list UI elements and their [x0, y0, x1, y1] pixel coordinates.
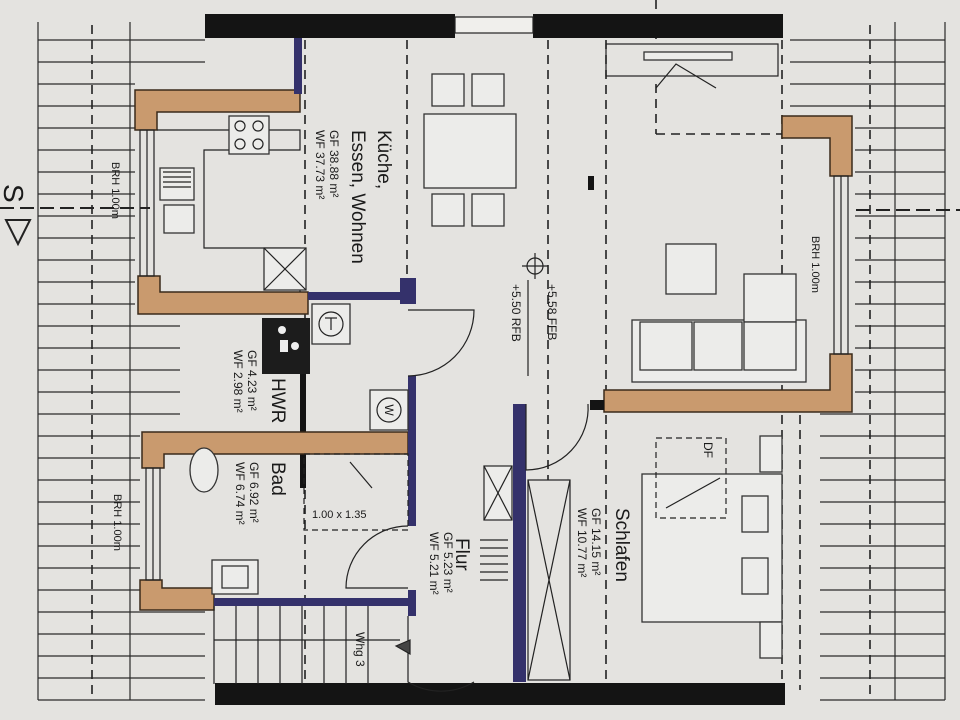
schlafen-name: Schlafen — [611, 508, 632, 582]
bad-gf: GF 6.92 m² — [247, 462, 261, 523]
kitchen-gf: GF 38.88 m² — [327, 130, 341, 197]
hwr-name: HWR — [267, 378, 288, 423]
kitchen-furniture — [157, 115, 307, 292]
brh-labels: BRH 1.00m BRH 1.00m BRH 1.00m — [109, 162, 821, 551]
staircase — [213, 606, 411, 684]
label-hwr: HWR GF 4.23 m² WF 2.98 m² — [231, 350, 288, 423]
schlafen-gf: GF 14.15 m² — [589, 508, 603, 575]
roof-hatching-left — [37, 22, 205, 701]
flur-wf: WF 5.21 m² — [427, 532, 441, 595]
brh-kitchen: BRH 1.00m — [109, 162, 121, 219]
shower — [303, 453, 409, 531]
washer-icon — [369, 389, 409, 431]
hwr-gf: GF 4.23 m² — [245, 350, 259, 411]
hall-closet — [480, 465, 571, 681]
wardrobe — [605, 43, 782, 135]
kitchen-wf: WF 37.73 m² — [313, 130, 327, 199]
dining-table — [423, 73, 517, 227]
washer-label: W — [382, 404, 396, 416]
sink-icon — [159, 167, 195, 201]
cooktop-icon — [228, 115, 270, 155]
kitchen-name-line2: Essen, Wohnen — [347, 130, 368, 264]
bad-name: Bad — [267, 462, 288, 496]
roof-hatching-right — [790, 22, 946, 701]
interior-walls — [214, 38, 604, 682]
door-swings — [345, 309, 589, 692]
roof-window-df — [655, 437, 727, 519]
label-kitchen: Küche, Essen, Wohnen GF 38.88 m² WF 37.7… — [313, 130, 394, 264]
roof-slope-lines — [91, 0, 871, 700]
sofa — [631, 243, 807, 383]
level-marker: +5.58 FFB +5.50 RFB — [509, 253, 559, 376]
section-label: S — [0, 184, 29, 203]
flur-gf: GF 5.23 m² — [441, 532, 455, 593]
hwr-wf: WF 2.98 m² — [231, 350, 245, 413]
hwr-appliances: W — [262, 303, 409, 431]
exterior-walls — [205, 14, 785, 705]
bad-wf: WF 6.74 m² — [233, 462, 247, 525]
kitchen-name-line1: Küche, — [373, 130, 394, 189]
coffee-table — [665, 243, 717, 295]
tank-icon — [311, 303, 351, 345]
schlafen-wf: WF 10.77 m² — [575, 508, 589, 577]
windows — [139, 129, 849, 581]
section-marker-left: S — [0, 184, 150, 247]
level-ffb: +5.58 FFB — [545, 284, 559, 340]
brh-bad: BRH 1.00m — [111, 494, 123, 551]
brh-living: BRH 1.00m — [809, 236, 821, 293]
whg-label: Whg 3 — [353, 632, 367, 667]
bedroom-furniture: DF — [641, 435, 783, 659]
toilet-icon — [189, 447, 219, 493]
df-label: DF — [701, 442, 715, 458]
bathroom-fixtures: 1.00 x 1.35 — [189, 447, 409, 595]
level-rfb: +5.50 RFB — [509, 284, 523, 342]
label-bad: Bad GF 6.92 m² WF 6.74 m² — [233, 462, 288, 525]
shower-size: 1.00 x 1.35 — [312, 509, 366, 521]
label-schlafen: Schlafen GF 14.15 m² WF 10.77 m² — [575, 508, 632, 582]
label-flur: Flur GF 5.23 m² WF 5.21 m² — [427, 532, 472, 595]
wood-walls — [134, 89, 853, 611]
flur-name: Flur — [451, 538, 472, 571]
